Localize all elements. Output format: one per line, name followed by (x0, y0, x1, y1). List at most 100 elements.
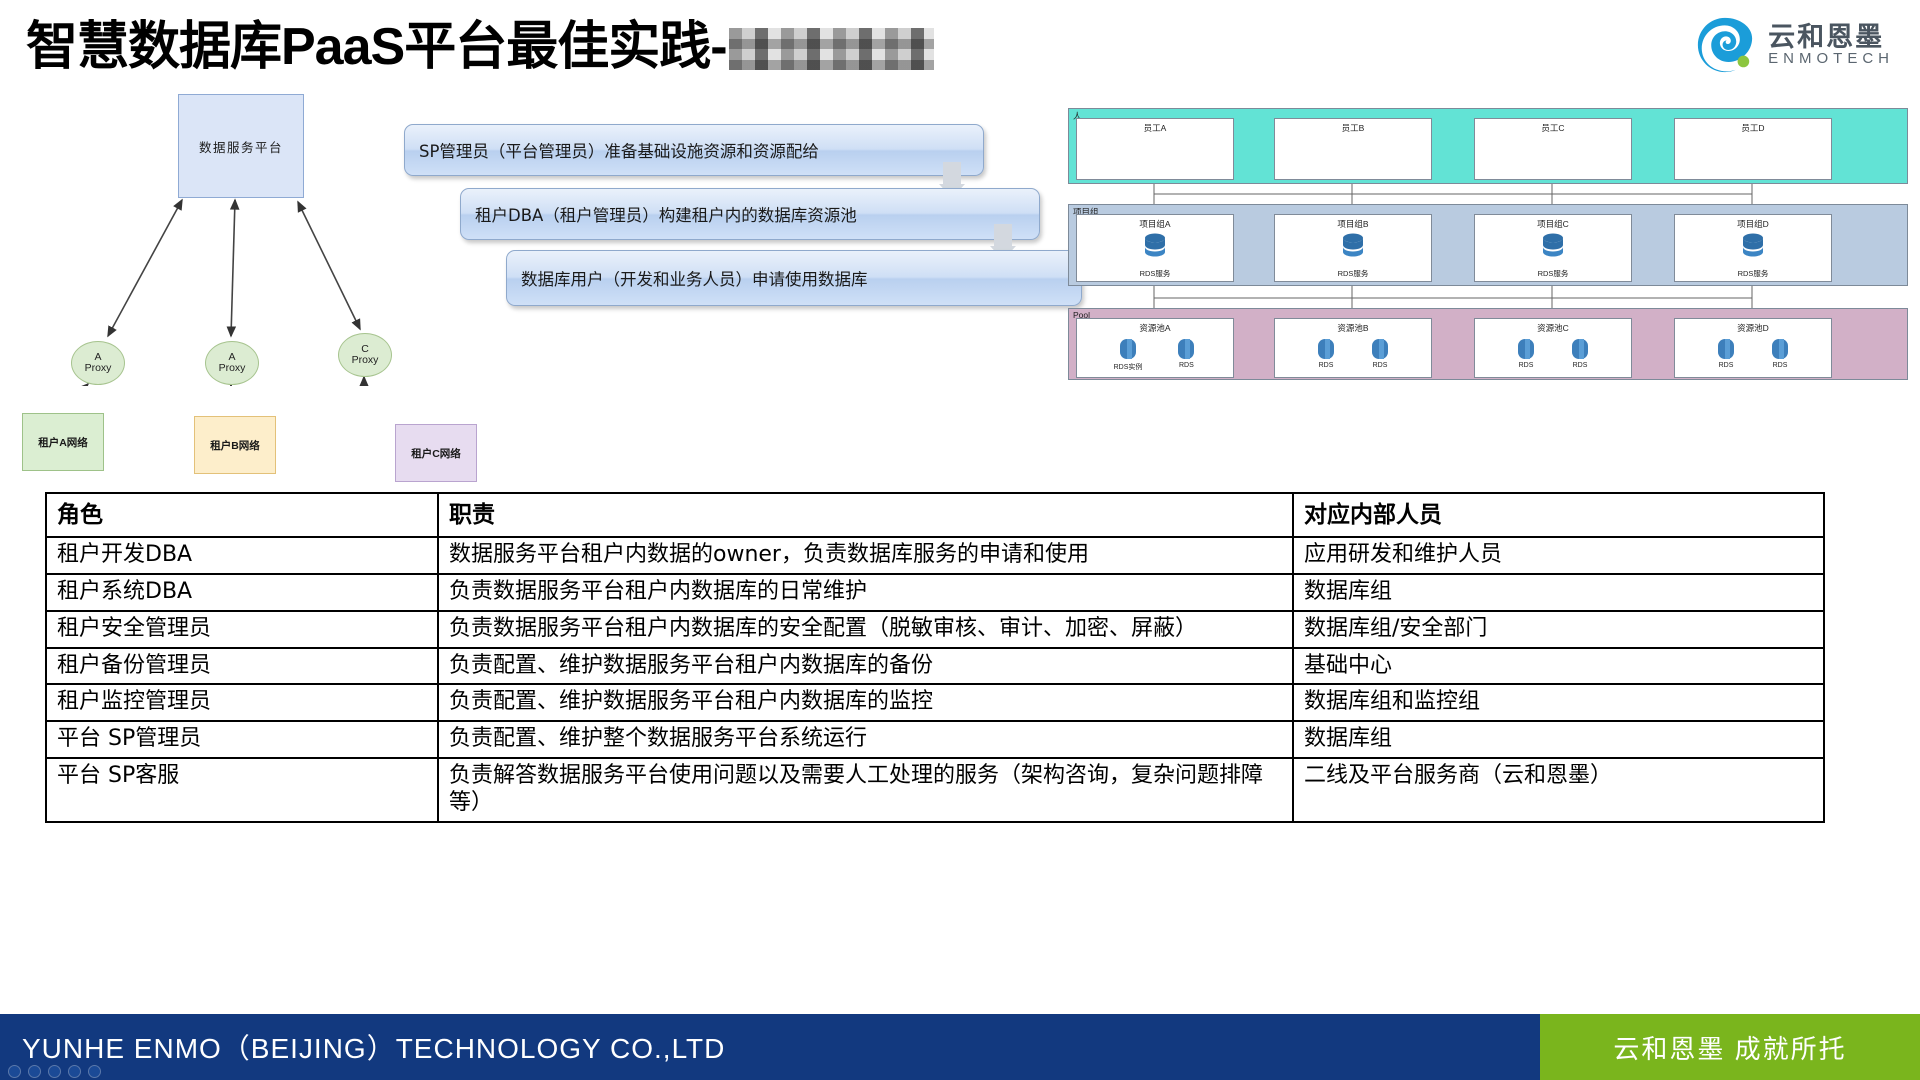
footer-dot (48, 1065, 61, 1078)
database-instance-icon (1318, 339, 1334, 359)
proxy-b-line1: A (228, 350, 236, 363)
project-a-label: 项目组A (1139, 219, 1171, 229)
project-cell-b: 项目组B RDS服务 (1274, 214, 1432, 282)
pool-cell-b: 资源池B RDS RDS (1274, 318, 1432, 378)
table-row: 租户开发DBA 数据服务平台租户内数据的owner，负责数据库服务的申请和使用 … (45, 536, 1825, 575)
layer-project-label: 项目组 (1073, 207, 1099, 217)
pool-cell-d: 资源池D RDS RDS (1674, 318, 1832, 378)
pool-b-db1: RDS (1316, 337, 1336, 369)
table-row: 租户监控管理员 负责配置、维护数据服务平台租户内数据库的监控 数据库组和监控组 (45, 683, 1825, 723)
cell-staff: 二线及平台服务商（云和恩墨） (1292, 757, 1825, 823)
data-service-platform-label: 数据服务平台 (198, 140, 283, 155)
database-icon (1145, 233, 1165, 257)
cell-duty: 负责数据服务平台租户内数据库的日常维护 (437, 572, 1294, 612)
cell-role: 租户安全管理员 (45, 609, 439, 649)
cell-staff: 数据库组/安全部门 (1292, 609, 1825, 649)
pool-d-db1-label: RDS (1718, 362, 1734, 369)
pool-b-db2: RDS (1370, 337, 1390, 369)
proxy-node-c: C Proxy (338, 333, 392, 377)
cell-staff: 数据库组 (1292, 572, 1825, 612)
pool-c-db2: RDS (1570, 337, 1590, 369)
cell-duty: 负责解答数据服务平台使用问题以及需要人工处理的服务（架构咨询，复杂问题排障等） (437, 757, 1294, 823)
cell-duty: 负责配置、维护整个数据服务平台系统运行 (437, 720, 1294, 760)
proxy-c-line2: Proxy (351, 354, 379, 366)
pool-a-db2: RDS (1176, 337, 1196, 372)
proxy-c-line1: C (361, 342, 369, 355)
project-b-service: RDS服务 (1337, 269, 1369, 278)
footer-slogan-band: 云和恩墨 成就所托 (1540, 1014, 1920, 1080)
redacted-title-block (728, 28, 934, 70)
pool-a-db2-label: RDS (1179, 362, 1194, 369)
workflow-callouts: SP管理员（平台管理员）准备基础设施资源和资源配给 租户DBA（租户管理员）构建… (402, 124, 1082, 306)
brand-logo: 云和恩墨 ENMOTECH (1694, 14, 1894, 76)
database-instance-icon (1178, 339, 1195, 359)
cell-staff: 应用研发和维护人员 (1292, 536, 1825, 575)
proxy-b-line2: Proxy (218, 362, 246, 374)
roles-table: 角色 职责 对应内部人员 租户开发DBA 数据服务平台租户内数据的owner，负… (45, 491, 1825, 823)
database-instance-icon (1518, 339, 1534, 359)
project-c-service: RDS服务 (1537, 269, 1569, 278)
enmotech-swirl-icon (1698, 17, 1753, 73)
cell-duty: 负责配置、维护数据服务平台租户内数据库的监控 (437, 683, 1294, 723)
tenant-network-b: 租户B网络 (194, 416, 276, 474)
cell-role: 租户监控管理员 (45, 683, 439, 723)
cell-role: 平台 SP客服 (45, 757, 439, 823)
cell-role: 租户开发DBA (45, 536, 439, 575)
pool-cell-a: 资源池A RDS实例 RDS (1076, 318, 1234, 378)
data-service-platform-box: 数据服务平台 (178, 94, 304, 198)
callout-db-user: 数据库用户（开发和业务人员）申请使用数据库 (506, 250, 1082, 306)
pool-c-db1-label: RDS (1518, 362, 1534, 369)
logo-text: 云和恩墨 ENMOTECH (1768, 21, 1894, 68)
pool-a-label: 资源池A (1139, 323, 1171, 333)
project-cell-d: 项目组D RDS服务 (1674, 214, 1832, 282)
people-cell-b: 员工B (1274, 118, 1432, 180)
cell-staff: 基础中心 (1292, 646, 1825, 686)
cell-staff: 数据库组 (1292, 720, 1825, 760)
footer-company-name: YUNHE ENMO（BEIJING）TECHNOLOGY CO.,LTD (22, 1033, 726, 1064)
pool-d-db1: RDS (1716, 337, 1736, 369)
project-b-label: 项目组B (1337, 219, 1369, 229)
proxy-a-line1: A (94, 350, 102, 363)
layer-pool-label: Pool (1073, 310, 1091, 320)
table-row: 租户系统DBA 负责数据服务平台租户内数据库的日常维护 数据库组 (45, 572, 1825, 612)
pool-a-db1-label: RDS实例 (1113, 364, 1143, 371)
cell-duty: 负责配置、维护数据服务平台租户内数据库的备份 (437, 646, 1294, 686)
people-cell-c: 员工C (1474, 118, 1632, 180)
database-icon (1743, 233, 1763, 257)
pool-b-label: 资源池B (1337, 323, 1369, 333)
proxy-node-b: A Proxy (205, 341, 259, 385)
cell-staff: 数据库组和监控组 (1292, 683, 1825, 723)
slide-footer: YUNHE ENMO（BEIJING）TECHNOLOGY CO.,LTD 云和… (0, 1014, 1920, 1080)
database-icon (1543, 233, 1563, 257)
table-row: 租户安全管理员 负责数据服务平台租户内数据库的安全配置（脱敏审核、审计、加密、屏… (45, 609, 1825, 649)
database-instance-icon (1772, 339, 1788, 359)
diagram-connectors (60, 198, 369, 386)
table-header-duty: 职责 (437, 491, 1294, 539)
footer-dot (8, 1065, 21, 1078)
tenant-network-diagram: 数据服务平台 A Proxy A Proxy C Proxy 租户A网络 租户B… (0, 86, 560, 482)
database-instance-icon (1372, 339, 1388, 359)
people-cell-a: 员工A (1076, 118, 1234, 180)
tenant-network-a: 租户A网络 (22, 413, 104, 471)
people-c-label: 员工C (1541, 123, 1565, 133)
tenant-network-c: 租户C网络 (395, 424, 477, 482)
pool-cell-c: 资源池C RDS RDS (1474, 318, 1632, 378)
page-title-text: 智慧数据库PaaS平台最佳实践- (26, 18, 728, 76)
title-bar: 智慧数据库PaaS平台最佳实践- (26, 8, 1326, 86)
project-cell-c: 项目组C RDS服务 (1474, 214, 1632, 282)
database-instance-icon (1718, 339, 1734, 359)
proxy-a-line2: Proxy (84, 362, 112, 374)
resource-hierarchy-diagram: 人 员工A 员工B 员工C 员工D 项目组 项目组A RDS服务 项目组B RD… (1068, 108, 1908, 388)
pool-d-db2-label: RDS (1772, 362, 1788, 369)
project-d-service: RDS服务 (1737, 269, 1769, 278)
layer-people-label: 人 (1073, 111, 1082, 121)
logo-chinese-name: 云和恩墨 (1768, 21, 1885, 52)
footer-slogan: 云和恩墨 成就所托 (1613, 1033, 1847, 1064)
pool-b-db2-label: RDS (1372, 362, 1388, 369)
project-cell-a: 项目组A RDS服务 (1076, 214, 1234, 282)
pool-d-label: 资源池D (1737, 323, 1769, 333)
table-header-row: 角色 职责 对应内部人员 (45, 491, 1825, 539)
table-row: 平台 SP客服 负责解答数据服务平台使用问题以及需要人工处理的服务（架构咨询，复… (45, 757, 1825, 823)
pool-d-instances: RDS RDS (1716, 337, 1790, 369)
pool-c-db1: RDS (1516, 337, 1536, 369)
